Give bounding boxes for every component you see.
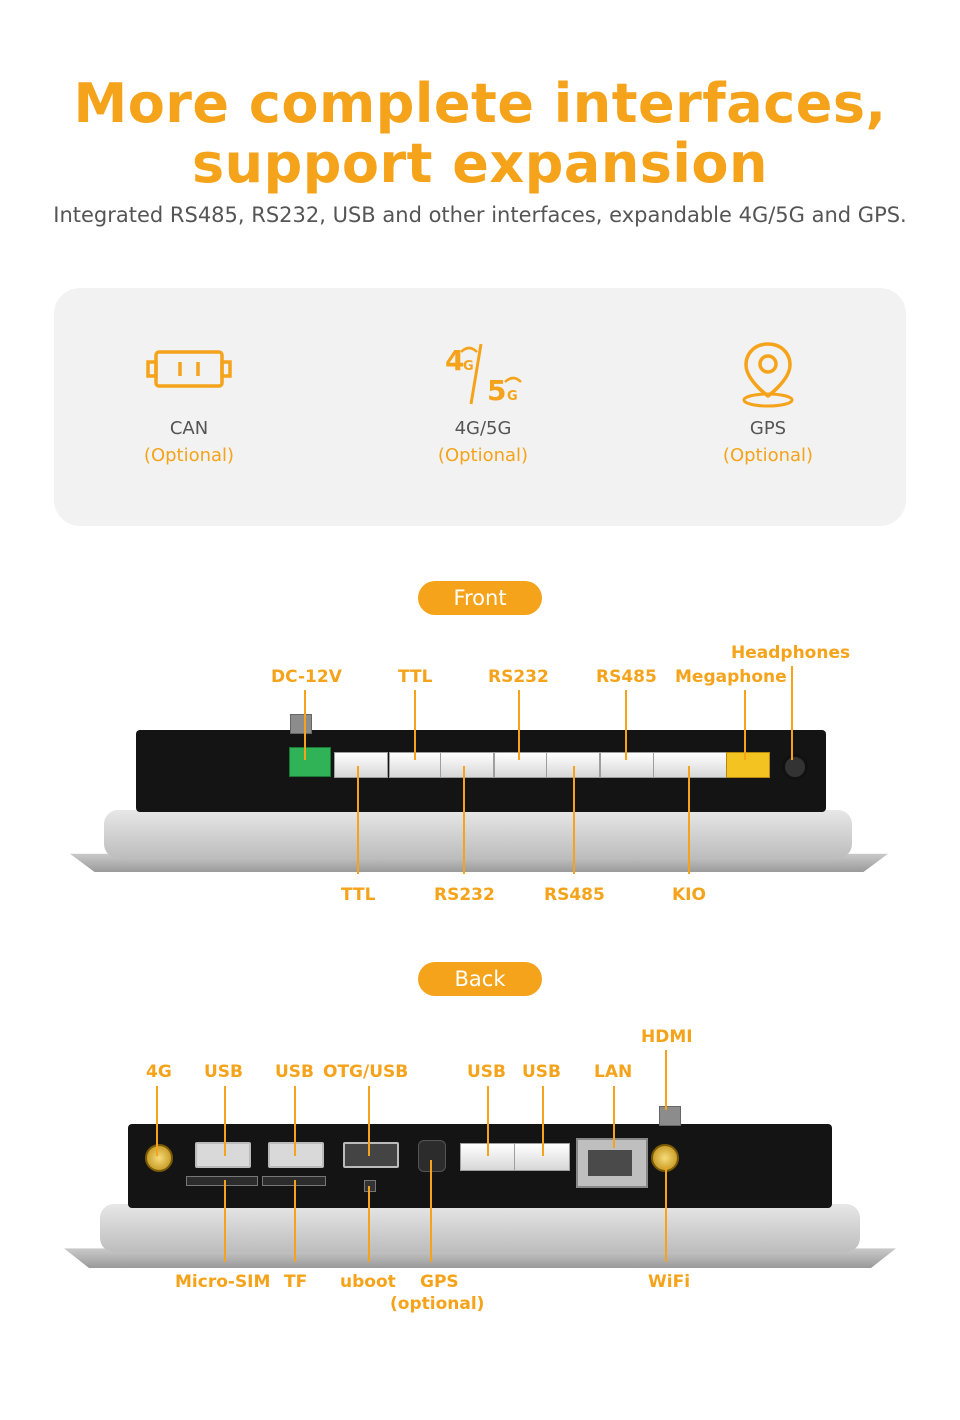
4g-5g-signal-icon: 4 G 5 G xyxy=(445,343,522,407)
leader-line xyxy=(357,766,359,874)
label-4g: 4G xyxy=(146,1062,172,1082)
back-device-base xyxy=(64,1248,896,1268)
usb-port-1 xyxy=(195,1142,251,1168)
label-ttl-bottom: TTL xyxy=(341,885,376,905)
label-wifi: WiFi xyxy=(648,1272,691,1292)
feature-note: (Optional) xyxy=(437,445,529,466)
label-gps: GPS xyxy=(420,1272,459,1292)
leader-line xyxy=(224,1086,226,1156)
leader-line xyxy=(463,766,465,874)
lan-socket xyxy=(588,1150,632,1176)
label-dc12v: DC-12V xyxy=(271,667,342,687)
front-device-bezel xyxy=(104,810,852,858)
page-title-line2: support expansion xyxy=(192,132,768,195)
antenna-stub xyxy=(659,1106,681,1126)
label-lan: LAN xyxy=(594,1062,633,1082)
microsim-slot xyxy=(186,1176,258,1186)
leader-line xyxy=(625,690,627,760)
leader-line xyxy=(613,1086,615,1148)
back-device-bezel xyxy=(100,1204,860,1252)
svg-text:4: 4 xyxy=(445,344,464,377)
label-rs485-bottom: RS485 xyxy=(544,885,605,905)
label-kio: KIO xyxy=(672,885,706,905)
label-rs232-bottom: RS232 xyxy=(434,885,495,905)
feature-note: (Optional) xyxy=(143,445,235,466)
page-title-line1: More complete interfaces, xyxy=(73,72,887,135)
leader-line xyxy=(430,1160,432,1262)
label-rs232-top: RS232 xyxy=(488,667,549,687)
rs232-port-1 xyxy=(440,752,494,778)
rs232-port-2 xyxy=(494,752,548,778)
uboot-button xyxy=(364,1180,376,1192)
label-usb-1: USB xyxy=(204,1062,244,1082)
feature-can: CAN (Optional) xyxy=(89,338,289,466)
label-gps-optional: (optional) xyxy=(390,1294,485,1314)
leader-line xyxy=(518,690,520,760)
antenna-stub xyxy=(290,714,312,734)
label-usb-4: USB xyxy=(522,1062,562,1082)
megaphone-port xyxy=(726,752,770,778)
front-heading: Front xyxy=(418,581,542,615)
label-tf: TF xyxy=(284,1272,308,1292)
label-rs485-top: RS485 xyxy=(596,667,657,687)
leader-line xyxy=(368,1086,370,1156)
leader-line xyxy=(744,690,746,760)
headphone-jack xyxy=(782,754,808,780)
label-usb-2: USB xyxy=(275,1062,315,1082)
feature-name: 4G/5G xyxy=(454,418,512,439)
leader-line xyxy=(542,1086,544,1156)
back-heading: Back xyxy=(418,962,542,996)
leader-line xyxy=(688,766,690,874)
leader-line xyxy=(294,1086,296,1156)
can-connector-icon xyxy=(146,350,232,388)
feature-name: GPS xyxy=(749,418,787,439)
ttl-port-1 xyxy=(334,752,388,778)
leader-line xyxy=(304,690,306,760)
label-usb-3: USB xyxy=(467,1062,507,1082)
leader-line xyxy=(665,1166,667,1262)
kio-port xyxy=(653,752,727,778)
feature-gps: GPS (Optional) xyxy=(668,338,868,466)
svg-text:G: G xyxy=(463,359,474,374)
svg-text:G: G xyxy=(507,389,518,404)
leader-line xyxy=(414,690,416,760)
gps-connector xyxy=(418,1140,446,1172)
label-headphones: Headphones xyxy=(731,643,851,663)
leader-line xyxy=(294,1180,296,1262)
leader-line xyxy=(487,1086,489,1156)
label-micro-sim: Micro-SIM xyxy=(175,1272,271,1292)
feature-name: CAN xyxy=(169,418,209,439)
label-hdmi: HDMI xyxy=(641,1027,693,1047)
dc12v-port xyxy=(289,747,331,777)
otg-usb-port xyxy=(343,1142,399,1168)
leader-line xyxy=(573,766,575,874)
label-uboot: uboot xyxy=(340,1272,396,1292)
leader-line xyxy=(791,666,793,760)
page-subtitle: Integrated RS485, RS232, USB and other i… xyxy=(53,203,907,227)
label-ttl-top: TTL xyxy=(398,667,433,687)
svg-text:5: 5 xyxy=(487,374,506,407)
leader-line xyxy=(224,1180,226,1262)
usb-port-2 xyxy=(268,1142,324,1168)
rs485-port-2 xyxy=(600,752,654,778)
location-pin-icon xyxy=(742,342,794,408)
label-megaphone: Megaphone xyxy=(675,667,787,687)
ttl-port-2 xyxy=(389,752,443,778)
feature-note: (Optional) xyxy=(722,445,814,466)
leader-line xyxy=(665,1050,667,1110)
4g-antenna-connector xyxy=(145,1144,173,1172)
label-otg-usb: OTG/USB xyxy=(323,1062,409,1082)
feature-4g5g: 4 G 5 G 4G/5G (Optional) xyxy=(383,338,583,466)
leader-line xyxy=(368,1186,370,1262)
leader-line xyxy=(156,1086,158,1156)
front-device-base xyxy=(70,853,888,872)
